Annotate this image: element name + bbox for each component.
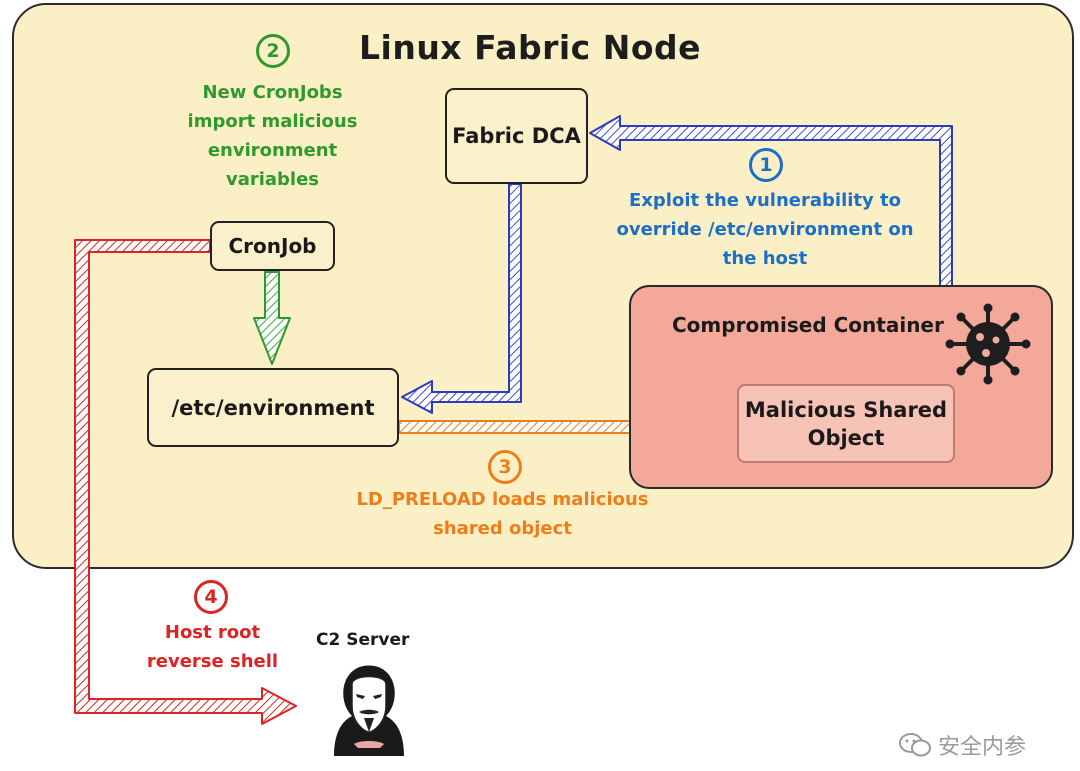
arrow-reverse-shell — [74, 239, 297, 725]
step-3-line-1: LD_PRELOAD loads malicious — [356, 489, 649, 510]
cronjob-box: CronJob — [210, 221, 335, 271]
step-4-note: Host root reverse shell — [140, 618, 285, 676]
step-1-line-3: the host — [722, 248, 808, 269]
compromised-container-label: Compromised Container — [672, 313, 944, 337]
step-1-line-2: override /etc/environment on — [616, 219, 914, 240]
step-3-badge: 3 — [488, 450, 522, 484]
step-2-line-2: import malicious — [187, 111, 358, 132]
step-4-line-2: reverse shell — [146, 651, 279, 672]
watermark-text: 安全内参 — [938, 735, 1027, 760]
step-2-note: New CronJobs import malicious environmen… — [180, 78, 365, 194]
malicious-so-line-1: Malicious Shared — [744, 397, 948, 422]
arrow-exploit — [589, 115, 953, 288]
step-3-note: LD_PRELOAD loads malicious shared object — [345, 485, 660, 543]
step-3-line-2: shared object — [433, 518, 572, 539]
step-1-note: Exploit the vulnerability to override /e… — [600, 186, 930, 273]
arrow-cronjob-to-env — [253, 271, 291, 365]
step-2-line-4: variables — [225, 169, 320, 190]
step-4-line-1: Host root — [164, 622, 261, 643]
step-2-badge: 2 — [256, 34, 290, 68]
arrow-dca-to-env — [401, 183, 522, 414]
hacker-icon — [334, 665, 404, 756]
fabric-dca-box: Fabric DCA — [445, 88, 588, 184]
fabric-dca-label: Fabric DCA — [452, 124, 581, 148]
cronjob-label: CronJob — [228, 234, 317, 258]
step-2-line-1: New CronJobs — [202, 82, 343, 103]
wechat-icon — [899, 733, 931, 757]
malicious-shared-object-box: Malicious Shared Object — [737, 384, 955, 463]
diagram-title: Linux Fabric Node — [358, 28, 702, 67]
step-1-line-1: Exploit the vulnerability to — [629, 190, 901, 211]
virus-icon — [945, 303, 1031, 385]
etc-environment-box: /etc/environment — [147, 368, 399, 447]
watermark: 安全内参 — [898, 729, 1026, 761]
etc-environment-label: /etc/environment — [171, 395, 375, 420]
step-1-badge: 1 — [749, 148, 783, 182]
step-2-line-3: environment — [207, 140, 338, 161]
step-4-badge: 4 — [194, 580, 228, 614]
malicious-so-line-2: Object — [807, 425, 885, 450]
c2-server-label: C2 Server — [316, 630, 410, 650]
